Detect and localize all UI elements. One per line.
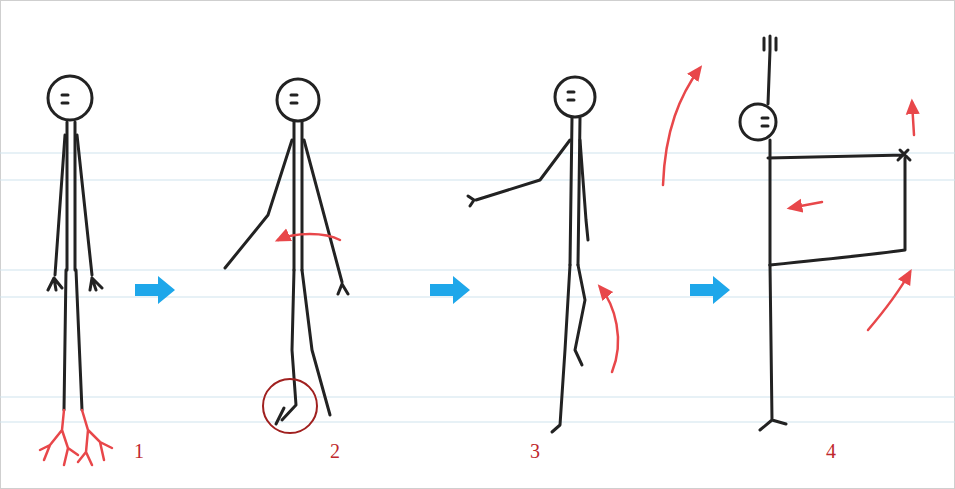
- stick-figure-rooted: [48, 76, 102, 410]
- step-number: 3: [530, 441, 540, 461]
- notebook-lines: [0, 153, 955, 422]
- roots: [40, 410, 112, 465]
- step-number: 4: [826, 441, 836, 461]
- step-number: 1: [134, 441, 144, 461]
- step-number: 2: [330, 441, 340, 461]
- motion-arrows: [278, 68, 914, 372]
- highlight-circle: [263, 379, 317, 433]
- stick-figure-knee-lift: [468, 77, 595, 432]
- step-arrows: [135, 276, 730, 304]
- stick-figure-turning: [225, 79, 348, 424]
- stick-figure-standing-split: [740, 36, 910, 430]
